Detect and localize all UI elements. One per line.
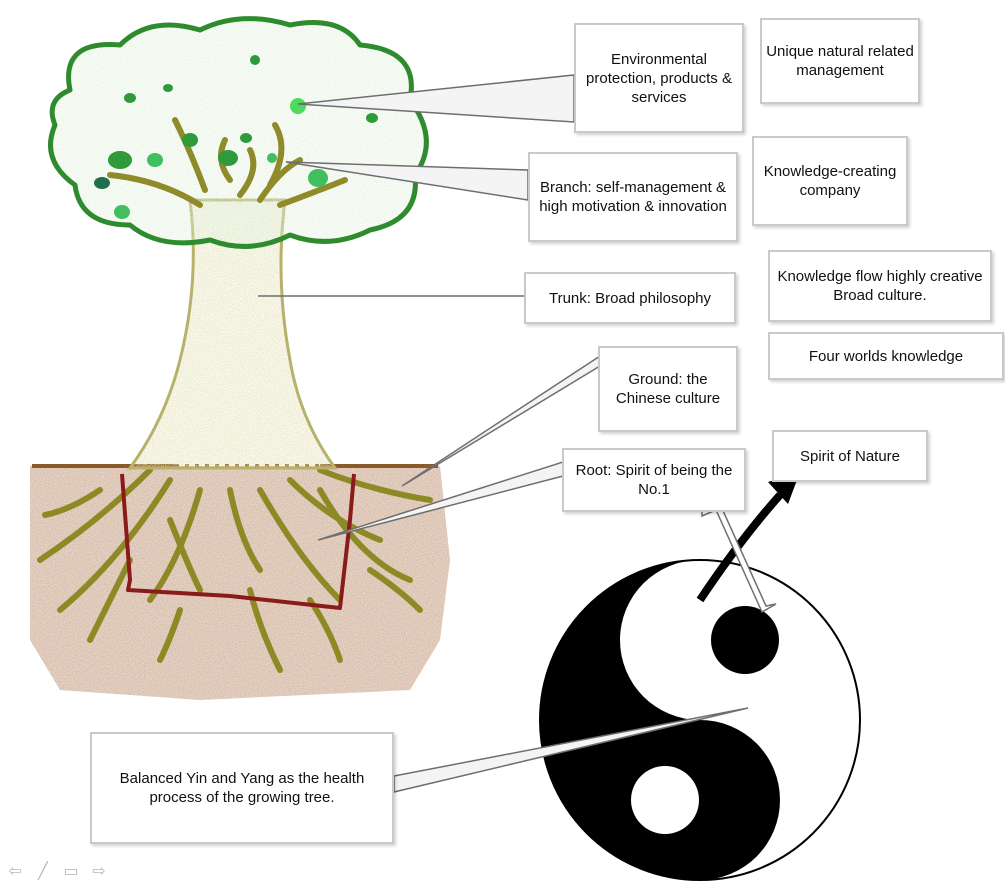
label-unique-management: Unique natural related management xyxy=(760,18,920,104)
label-fruit-text: Environmental protection, products & ser… xyxy=(580,50,738,107)
label-branch: Branch: self-management & high motivatio… xyxy=(528,152,738,242)
label-knowledge-flow-text: Knowledge flow highly creative Broad cul… xyxy=(774,267,986,305)
label-branch-text: Branch: self-management & high motivatio… xyxy=(534,178,732,216)
pen-icon[interactable]: ╱ xyxy=(34,862,52,880)
label-knowledge-flow: Knowledge flow highly creative Broad cul… xyxy=(768,250,992,322)
slideshow-toolbar: ⇦ ╱ ▭ ⇨ xyxy=(6,862,108,880)
label-root-text: Root: Spirit of being the No.1 xyxy=(568,461,740,499)
menu-icon[interactable]: ▭ xyxy=(62,862,80,880)
label-trunk: Trunk: Broad philosophy xyxy=(524,272,736,324)
back-arrow-icon[interactable]: ⇦ xyxy=(6,862,24,880)
label-unique-management-text: Unique natural related management xyxy=(766,42,914,80)
label-spirit-of-nature: Spirit of Nature xyxy=(772,430,928,482)
label-spirit-of-nature-text: Spirit of Nature xyxy=(800,447,900,466)
label-ground-text: Ground: the Chinese culture xyxy=(604,370,732,408)
label-trunk-text: Trunk: Broad philosophy xyxy=(549,289,711,308)
foliage xyxy=(51,19,427,247)
label-knowledge-company-text: Knowledge-creating company xyxy=(758,162,902,200)
label-four-worlds-text: Four worlds knowledge xyxy=(809,347,963,366)
label-fruit: Environmental protection, products & ser… xyxy=(574,23,744,133)
label-four-worlds: Four worlds knowledge xyxy=(768,332,1004,380)
label-root: Root: Spirit of being the No.1 xyxy=(562,448,746,512)
label-yin-yang-text: Balanced Yin and Yang as the health proc… xyxy=(96,769,388,807)
forward-arrow-icon[interactable]: ⇨ xyxy=(90,862,108,880)
label-yin-yang: Balanced Yin and Yang as the health proc… xyxy=(90,732,394,844)
label-knowledge-company: Knowledge-creating company xyxy=(752,136,908,226)
label-ground: Ground: the Chinese culture xyxy=(598,346,738,432)
